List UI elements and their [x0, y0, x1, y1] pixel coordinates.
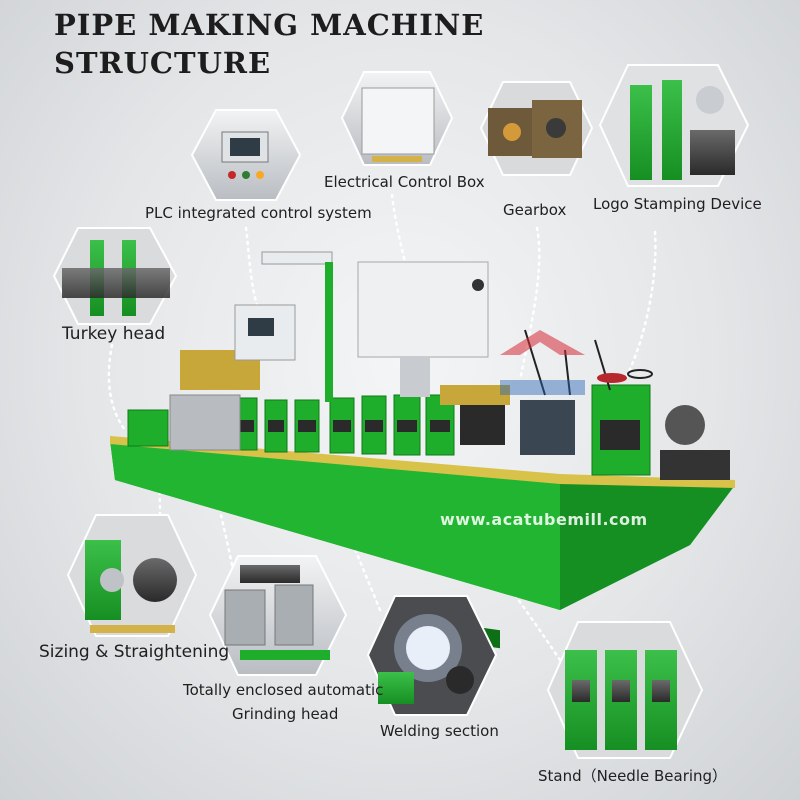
logo-stamping-device-hexagon [598, 64, 750, 187]
label-turkey-head: Turkey head [62, 324, 166, 344]
label-welding-section: Welding section [380, 722, 499, 740]
label-sizing-straightening: Sizing & Straightening [39, 642, 230, 662]
roller-details [238, 400, 730, 480]
plc-panel-on-machine [234, 251, 333, 402]
gearbox-hexagon [479, 81, 594, 176]
label-needle-bearing-stand: Stand（Needle Bearing） [538, 767, 728, 785]
turkey-head-hexagon [52, 227, 178, 325]
page-title-line2: STRUCTURE [54, 46, 272, 80]
machine-base [110, 436, 735, 649]
welding-section-hexagon [366, 595, 498, 716]
grinding-enclosure [169, 394, 241, 451]
label-electrical-control-box: Electrical Control Box [324, 173, 485, 191]
grinding-head-hexagon [208, 555, 348, 676]
handwheels [524, 329, 653, 396]
watermark-url: www.acatubemill.com [440, 510, 648, 529]
plc-hexagon [190, 109, 302, 201]
label-gearbox: Gearbox [503, 201, 567, 219]
welding-frame [180, 350, 510, 405]
label-grinding-head-line2: Grinding head [232, 705, 339, 723]
label-logo-stamping-device: Logo Stamping Device [593, 195, 762, 213]
sizing-straightening-hexagon [66, 514, 198, 637]
label-plc: PLC integrated control system [145, 204, 372, 222]
page-title-line1: PIPE MAKING MACHINE [54, 8, 485, 42]
watermark-logo [500, 330, 585, 395]
needle-bearing-stand-hexagon [546, 621, 704, 759]
label-grinding-head-line1: Totally enclosed automatic [183, 681, 384, 699]
electrical-box-on-machine [357, 261, 489, 397]
electrical-control-box-hexagon [340, 71, 454, 166]
